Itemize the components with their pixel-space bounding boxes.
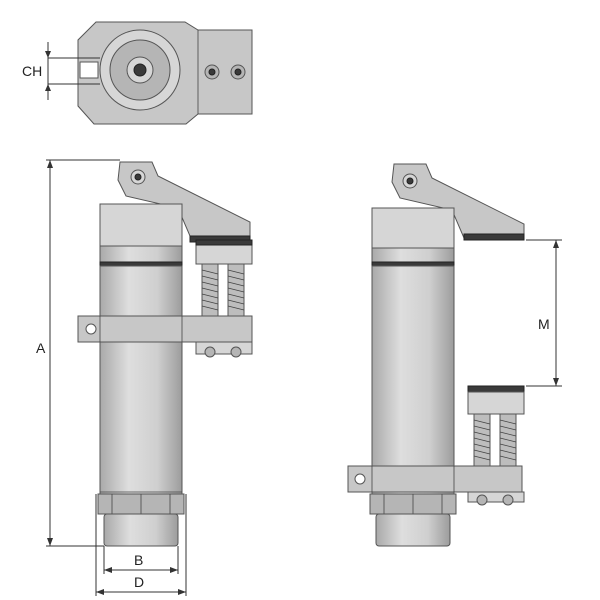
a-label: A xyxy=(36,340,46,356)
top-view-screw-right-hole xyxy=(234,68,242,76)
d-arrow-left xyxy=(96,589,104,595)
top-view: CH xyxy=(22,21,253,125)
spring-right xyxy=(227,263,245,317)
lever-pivot-pin xyxy=(134,173,142,181)
top-view-screw-left-hole xyxy=(208,68,216,76)
cylinder-collar xyxy=(99,245,183,265)
m-arrow-top xyxy=(553,240,559,248)
open-cylinder-groove xyxy=(371,261,455,267)
b-arrow-right xyxy=(170,567,178,573)
open-mounting-bracket xyxy=(347,465,523,493)
d-arrow-right xyxy=(178,589,186,595)
open-spring-holder-pad xyxy=(467,385,525,393)
spring-holder-pad xyxy=(195,239,253,246)
b-arrow-left xyxy=(104,567,112,573)
m-label: M xyxy=(538,316,550,332)
spring-holder-bottom xyxy=(195,341,253,355)
front-view-closed: A B D xyxy=(36,159,253,596)
open-lever-rubber-pad xyxy=(463,233,525,241)
ch-label: CH xyxy=(22,63,42,79)
open-spring-nut-left xyxy=(476,494,488,506)
open-cylinder-head xyxy=(371,207,455,249)
open-spring-right-coils xyxy=(499,419,517,461)
front-view-open: M xyxy=(347,163,562,547)
ch-arrow-top xyxy=(45,51,51,58)
open-spring-holder-bottom xyxy=(467,491,525,503)
open-lever-pivot-pin xyxy=(406,177,414,185)
spring-right-coils xyxy=(227,269,245,311)
cylinder-barrel xyxy=(99,265,183,495)
open-cylinder-barrel xyxy=(371,265,455,495)
m-arrow-bottom xyxy=(553,378,559,386)
spring-nut-right xyxy=(230,346,242,358)
spring-left-coils xyxy=(201,269,219,311)
open-spring-left-coils xyxy=(473,419,491,461)
spring-holder-top xyxy=(195,243,253,265)
b-label: B xyxy=(134,552,143,568)
open-spring-nut-right xyxy=(502,494,514,506)
ch-arrow-bottom xyxy=(45,84,51,91)
spring-nut-left xyxy=(204,346,216,358)
open-spring-holder-top xyxy=(467,391,525,415)
mounting-bracket xyxy=(77,315,253,343)
open-bottom-cap xyxy=(375,513,451,547)
top-view-center-bolt xyxy=(133,63,147,77)
bracket-hole xyxy=(85,323,97,335)
top-view-slot xyxy=(79,61,99,79)
cylinder-groove xyxy=(99,261,183,267)
d-label: D xyxy=(134,574,144,590)
bottom-cap xyxy=(103,513,179,547)
open-spring-left xyxy=(473,413,491,467)
cylinder-head xyxy=(99,203,183,247)
spring-left xyxy=(201,263,219,317)
a-arrow-top xyxy=(47,160,53,168)
open-bracket-hole xyxy=(354,473,366,485)
a-arrow-bottom xyxy=(47,538,53,546)
open-spring-right xyxy=(499,413,517,467)
